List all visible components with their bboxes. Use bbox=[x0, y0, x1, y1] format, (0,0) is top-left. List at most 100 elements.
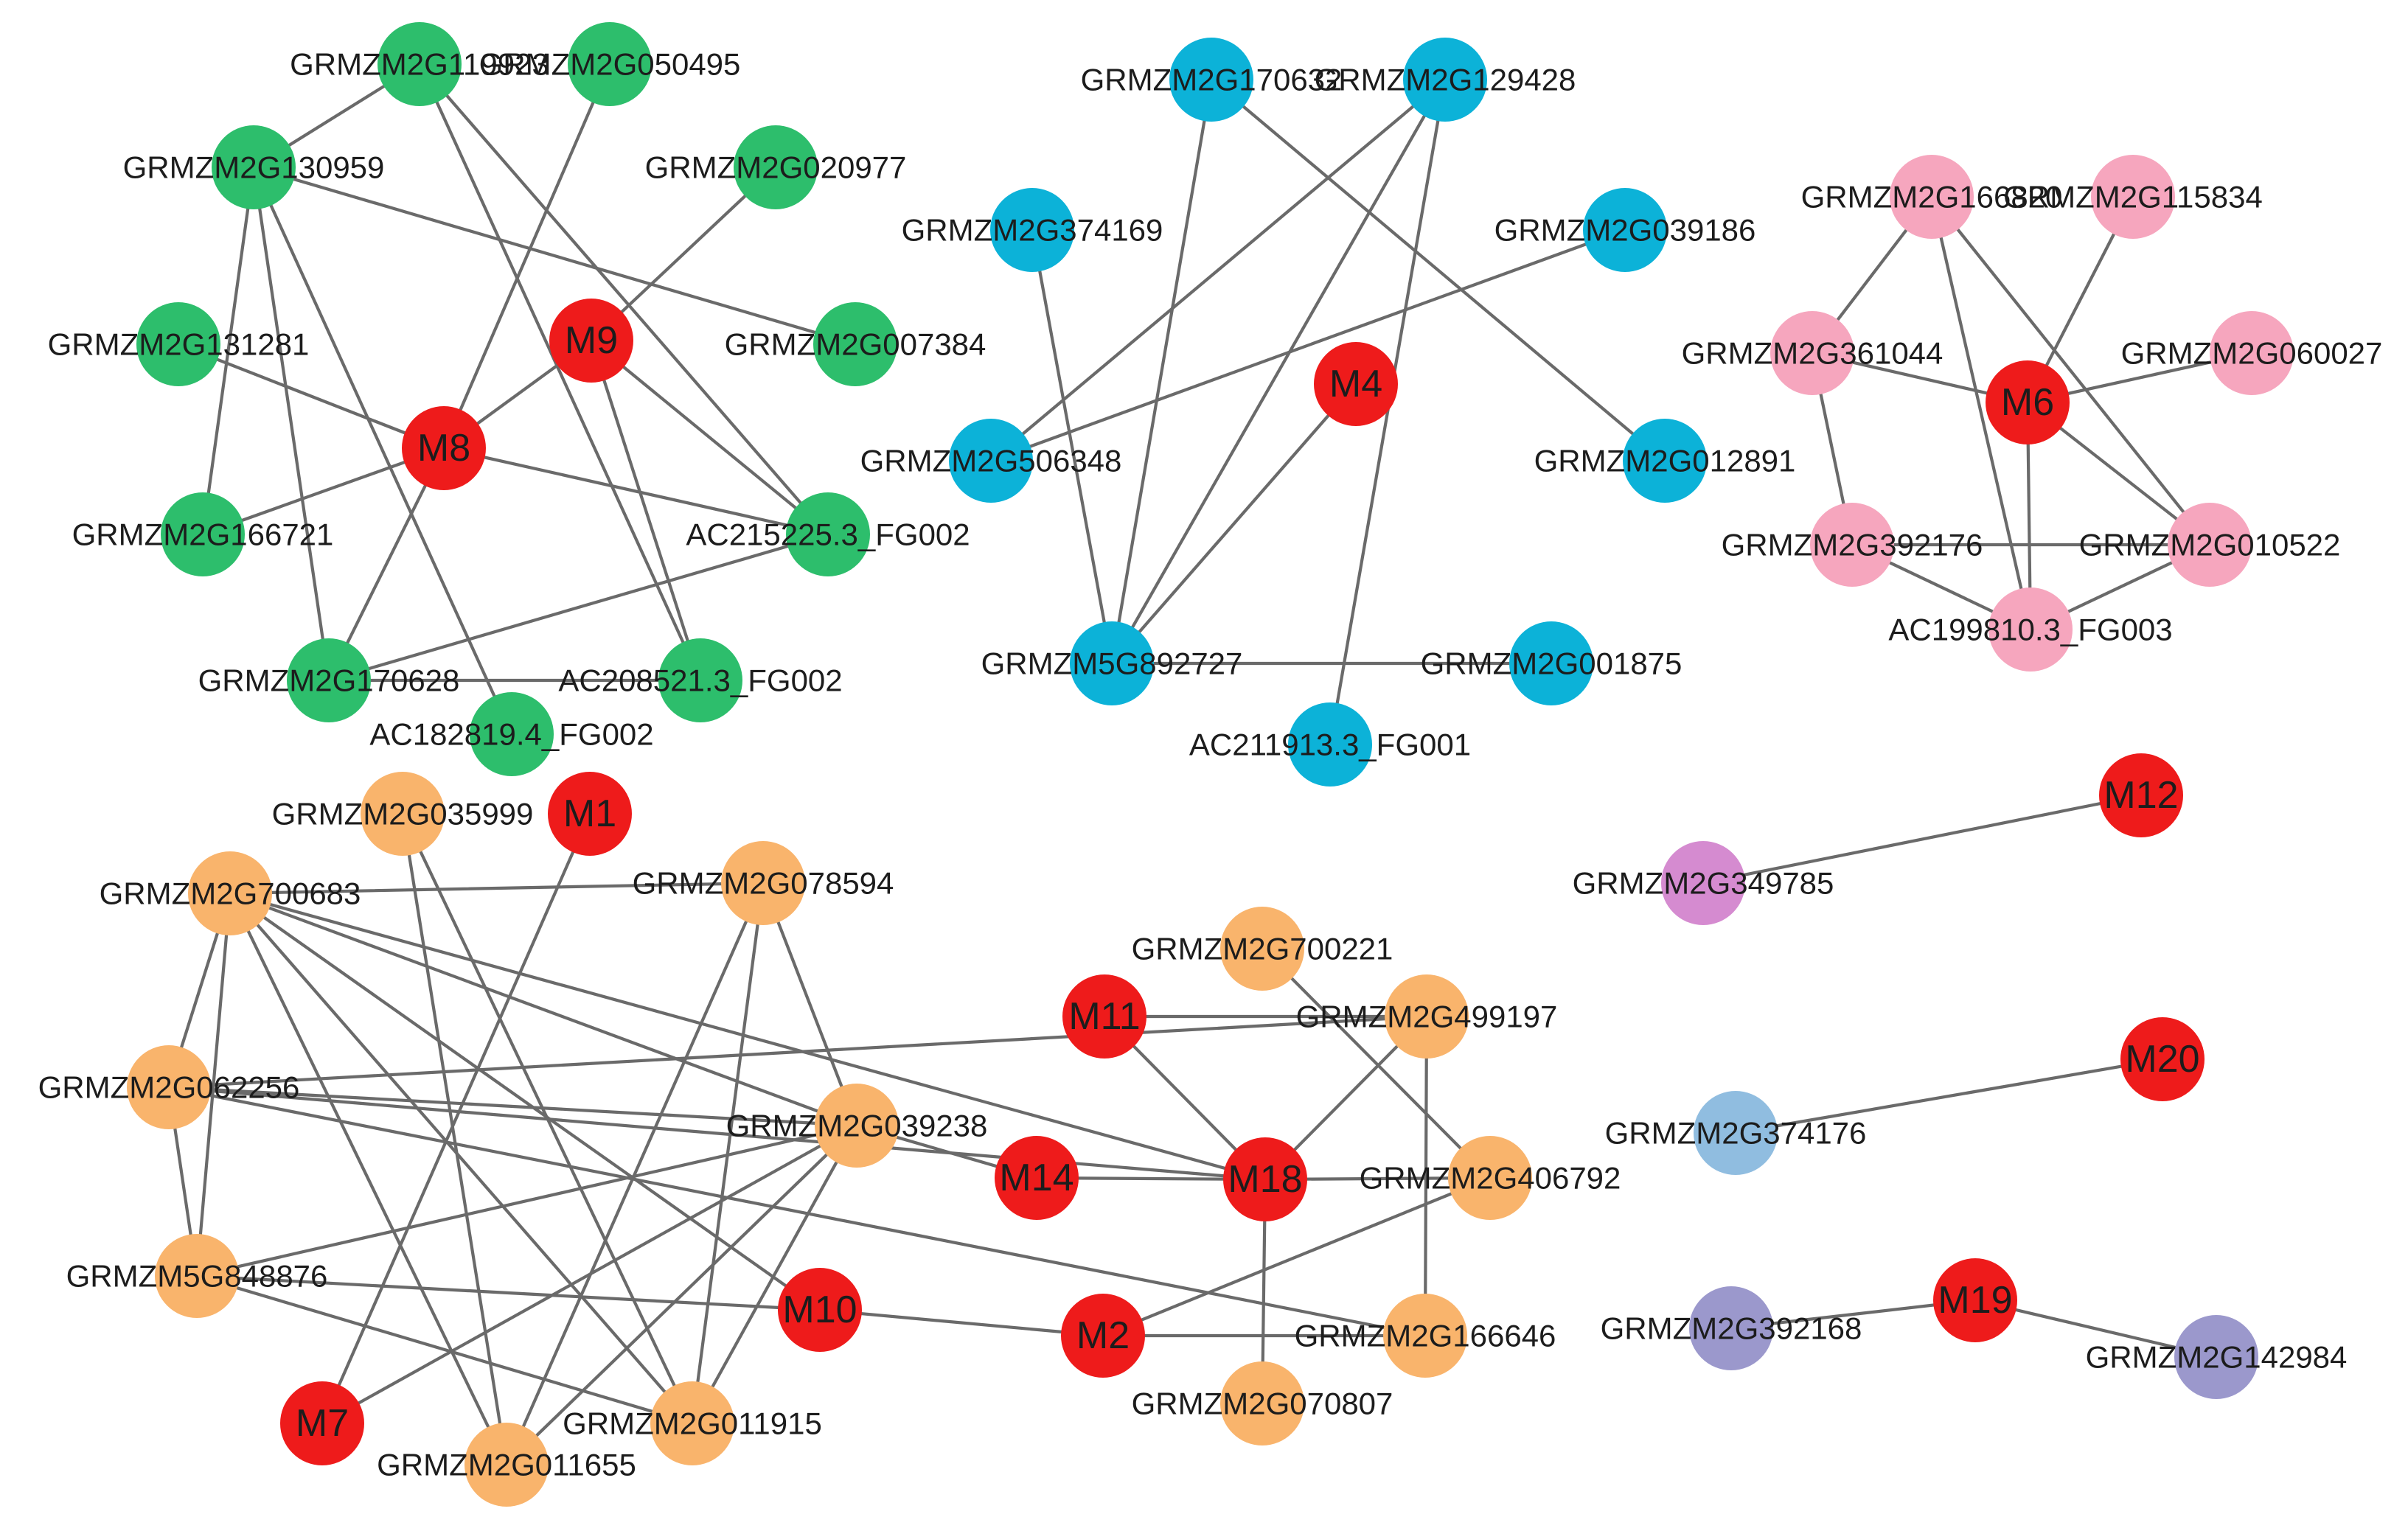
edge bbox=[417, 62, 830, 537]
edge bbox=[1733, 1057, 2165, 1135]
gene-node bbox=[161, 492, 245, 576]
module-node bbox=[280, 1381, 364, 1465]
gene-node-label: GRMZM2G166820 bbox=[1801, 180, 2063, 215]
gene-node-label: GRMZM2G012891 bbox=[1534, 444, 1796, 478]
gene-node bbox=[127, 1045, 211, 1129]
edge bbox=[228, 891, 1267, 1182]
gene-node bbox=[813, 302, 897, 386]
module-node bbox=[1933, 1258, 2017, 1342]
edge bbox=[201, 446, 446, 537]
edge bbox=[327, 532, 830, 683]
gene-node-label: GRMZM2G039238 bbox=[726, 1109, 988, 1143]
gene-node bbox=[136, 302, 220, 386]
edge bbox=[1110, 382, 1358, 666]
gene-node bbox=[721, 841, 805, 925]
edge bbox=[1110, 77, 1447, 666]
module-node bbox=[402, 406, 486, 490]
gene-node bbox=[1220, 1361, 1304, 1445]
module-node-label: M11 bbox=[1068, 995, 1140, 1038]
gene-node-label: GRMZM2G060027 bbox=[2121, 336, 2383, 371]
gene-node bbox=[1448, 1136, 1532, 1220]
edge bbox=[1110, 77, 1214, 666]
gene-node-label: GRMZM2G142984 bbox=[2086, 1340, 2348, 1375]
gene-node-label: GRMZM2G062256 bbox=[38, 1070, 300, 1105]
edge bbox=[589, 338, 830, 537]
gene-node-label: GRMZM2G001875 bbox=[1421, 646, 1683, 681]
gene-node bbox=[155, 1234, 239, 1318]
edge bbox=[195, 1274, 695, 1426]
edge bbox=[251, 165, 331, 683]
gene-node-label: GRMZM2G170628 bbox=[198, 663, 460, 698]
gene-node bbox=[1070, 621, 1154, 705]
gene-node bbox=[1770, 311, 1854, 395]
gene-node bbox=[734, 125, 818, 209]
gene-node-label: GRMZM2G078594 bbox=[633, 866, 894, 901]
gene-node bbox=[1403, 38, 1487, 122]
edge bbox=[327, 446, 446, 683]
gene-node-label: GRMZM2G349785 bbox=[1573, 866, 1834, 901]
edge bbox=[400, 812, 509, 1467]
gene-node-label: GRMZM2G374169 bbox=[902, 213, 1163, 248]
edge bbox=[228, 891, 695, 1426]
module-node bbox=[548, 772, 632, 856]
edge bbox=[690, 1123, 859, 1426]
module-node bbox=[995, 1136, 1079, 1220]
gene-node-label: GRMZM2G361044 bbox=[1682, 336, 1944, 371]
edge bbox=[1929, 195, 2033, 632]
gene-node-label: GRMZM2G170632 bbox=[1081, 63, 1343, 97]
edge bbox=[989, 228, 1627, 463]
edge bbox=[1101, 1176, 1492, 1338]
gene-node bbox=[815, 1084, 899, 1168]
module-node-label: M18 bbox=[1228, 1158, 1302, 1201]
module-node bbox=[778, 1268, 862, 1352]
module-node bbox=[1223, 1137, 1307, 1221]
gene-node bbox=[2168, 503, 2252, 587]
edge bbox=[176, 342, 446, 450]
module-node-label: M19 bbox=[1938, 1279, 2012, 1322]
edge bbox=[1929, 195, 2212, 547]
gene-node bbox=[1288, 702, 1372, 787]
gene-node-label: GRMZM2G374176 bbox=[1605, 1116, 1867, 1151]
gene-node bbox=[361, 772, 445, 856]
module-node bbox=[1314, 342, 1398, 426]
gene-node-label: AC211913.3_FG001 bbox=[1189, 728, 1471, 762]
gene-node-label: GRMZM2G011915 bbox=[563, 1406, 822, 1441]
gene-node-label: GRMZM2G129428 bbox=[1315, 63, 1576, 97]
edge bbox=[1209, 77, 1667, 463]
gene-node-label: GRMZM2G499197 bbox=[1296, 1000, 1558, 1034]
gene-node bbox=[1890, 155, 1974, 239]
gene-node-label: GRMZM2G700683 bbox=[100, 876, 361, 911]
module-node-label: M20 bbox=[2125, 1038, 2199, 1081]
edge bbox=[589, 165, 778, 343]
gene-node-label: GRMZM2G007384 bbox=[725, 327, 986, 362]
edge bbox=[320, 1123, 859, 1426]
edge bbox=[1328, 77, 1447, 747]
module-node-label: M2 bbox=[1076, 1314, 1130, 1357]
gene-node-label: AC208521.3_FG002 bbox=[558, 663, 842, 698]
gene-node-label: GRMZM2G130959 bbox=[123, 150, 385, 185]
edge bbox=[251, 165, 857, 346]
gene-node-label: GRMZM2G166646 bbox=[1295, 1319, 1556, 1353]
gene-node-label: GRMZM5G848876 bbox=[66, 1259, 328, 1294]
gene-node bbox=[470, 692, 554, 776]
edge bbox=[195, 1123, 859, 1278]
module-node bbox=[2099, 753, 2183, 837]
edge bbox=[167, 1085, 859, 1128]
edge bbox=[442, 62, 612, 450]
edge bbox=[228, 891, 509, 1467]
gene-node bbox=[212, 125, 296, 209]
gene-node-label: GRMZM5G892727 bbox=[981, 646, 1243, 681]
gene-node-label: GRMZM2G700221 bbox=[1132, 932, 1393, 966]
gene-node-label: GRMZM2G020977 bbox=[645, 150, 907, 185]
gene-node-label: GRMZM2G392176 bbox=[1722, 528, 1983, 562]
module-node-label: M6 bbox=[2001, 381, 2054, 424]
node-layer bbox=[127, 22, 2294, 1507]
module-node-label: M12 bbox=[2103, 774, 2178, 817]
gene-node bbox=[2210, 311, 2294, 395]
edge bbox=[1423, 1014, 1429, 1338]
edge bbox=[989, 77, 1447, 463]
gene-node-label: AC199810.3_FG003 bbox=[1888, 613, 2172, 647]
gene-node-label: GRMZM2G115834 bbox=[2003, 180, 2263, 215]
